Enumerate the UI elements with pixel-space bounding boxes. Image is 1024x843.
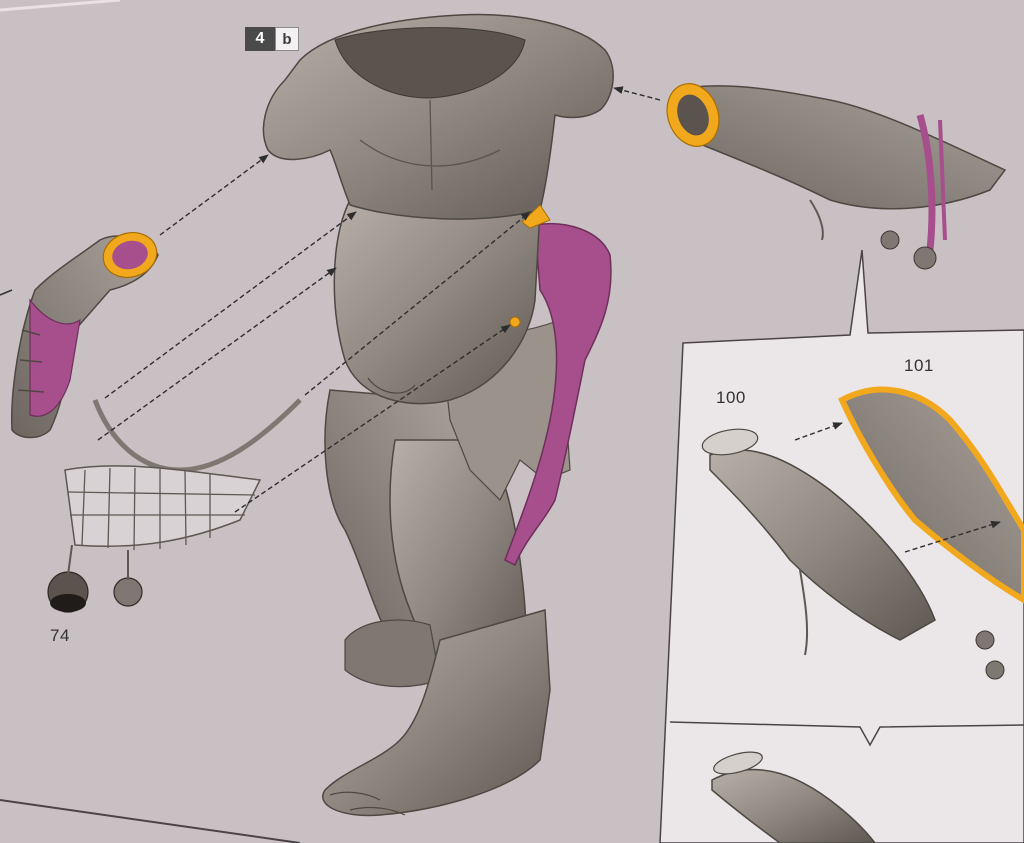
net-part <box>48 400 300 612</box>
page-edge-line <box>0 800 300 843</box>
part-label-74: 74 <box>50 626 70 646</box>
torso-model <box>263 15 613 816</box>
callout-panel <box>660 250 1024 843</box>
part-label-101: 101 <box>904 356 934 376</box>
right-arm-part <box>659 76 1005 269</box>
arrow-right-arm-to-shoulder <box>614 88 660 100</box>
left-arm-part <box>12 227 162 438</box>
arrow-net-to-side <box>98 268 336 440</box>
part-label-100: 100 <box>716 388 746 408</box>
page-edge-line <box>0 290 12 295</box>
arrow-left-arm-to-shoulder <box>160 155 268 235</box>
page-edge-line <box>0 0 120 10</box>
step-badge: 4 b <box>245 27 299 51</box>
step-subletter: b <box>275 27 299 51</box>
step-number: 4 <box>245 27 275 51</box>
